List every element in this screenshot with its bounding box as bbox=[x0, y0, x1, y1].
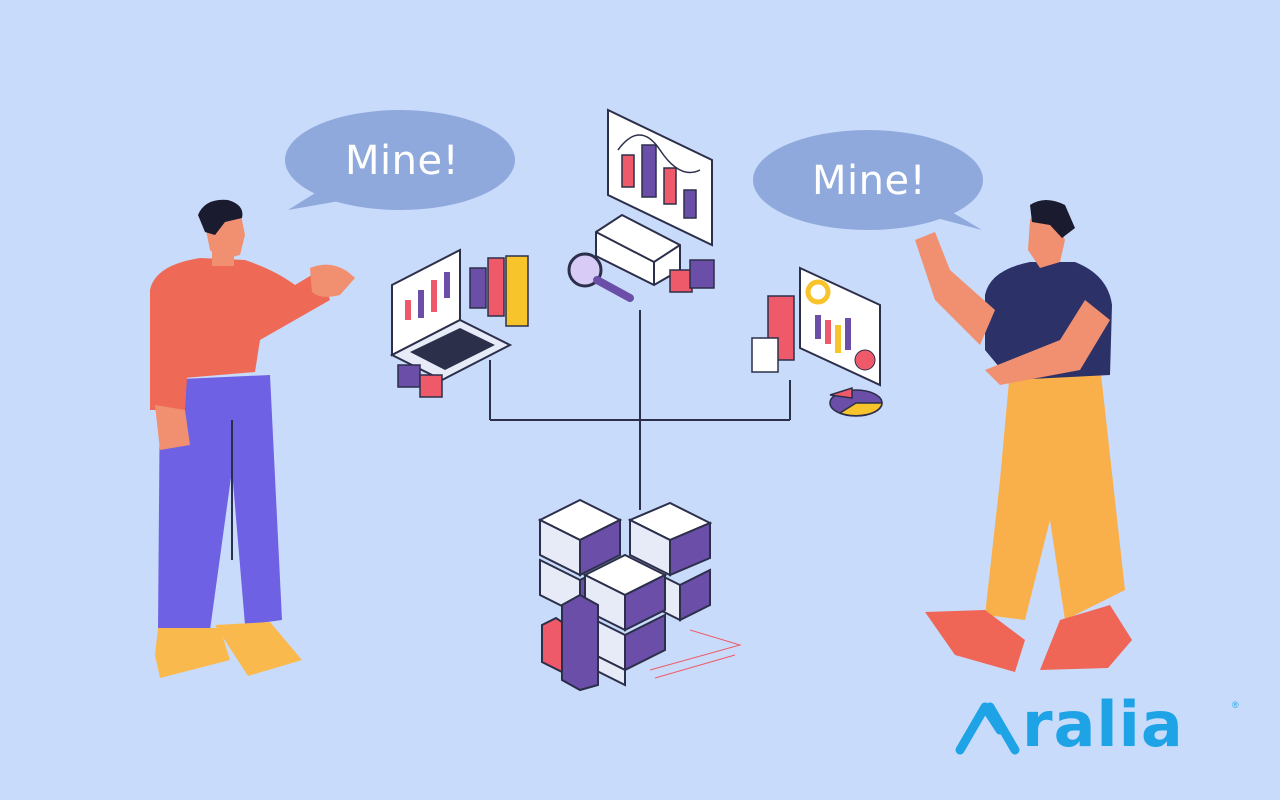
speech-bubble-left-text: Mine! bbox=[345, 138, 460, 184]
speech-bubble-left bbox=[285, 110, 515, 210]
server-stack-icon bbox=[537, 498, 713, 692]
network-connector bbox=[489, 310, 791, 510]
top-chart-board-icon bbox=[607, 108, 713, 247]
laptop-icon bbox=[389, 248, 513, 398]
dashboard-icon bbox=[751, 266, 881, 387]
bar-chart-3d-icon bbox=[469, 255, 529, 327]
magnifier-icon bbox=[567, 252, 634, 302]
speech-bubble-right-text: Mine! bbox=[812, 158, 927, 204]
logo-registered-mark: ® bbox=[1232, 700, 1239, 710]
server-cable-lines bbox=[649, 629, 742, 679]
logo-wordmark: ralia bbox=[1022, 688, 1184, 761]
top-server-box-icon bbox=[595, 213, 715, 293]
person-right-illustration bbox=[915, 200, 1132, 672]
ralia-logo-icon bbox=[955, 702, 1020, 755]
pie-chart-icon bbox=[829, 386, 883, 417]
person-left-illustration bbox=[150, 199, 355, 678]
speech-bubble-right bbox=[753, 130, 983, 230]
